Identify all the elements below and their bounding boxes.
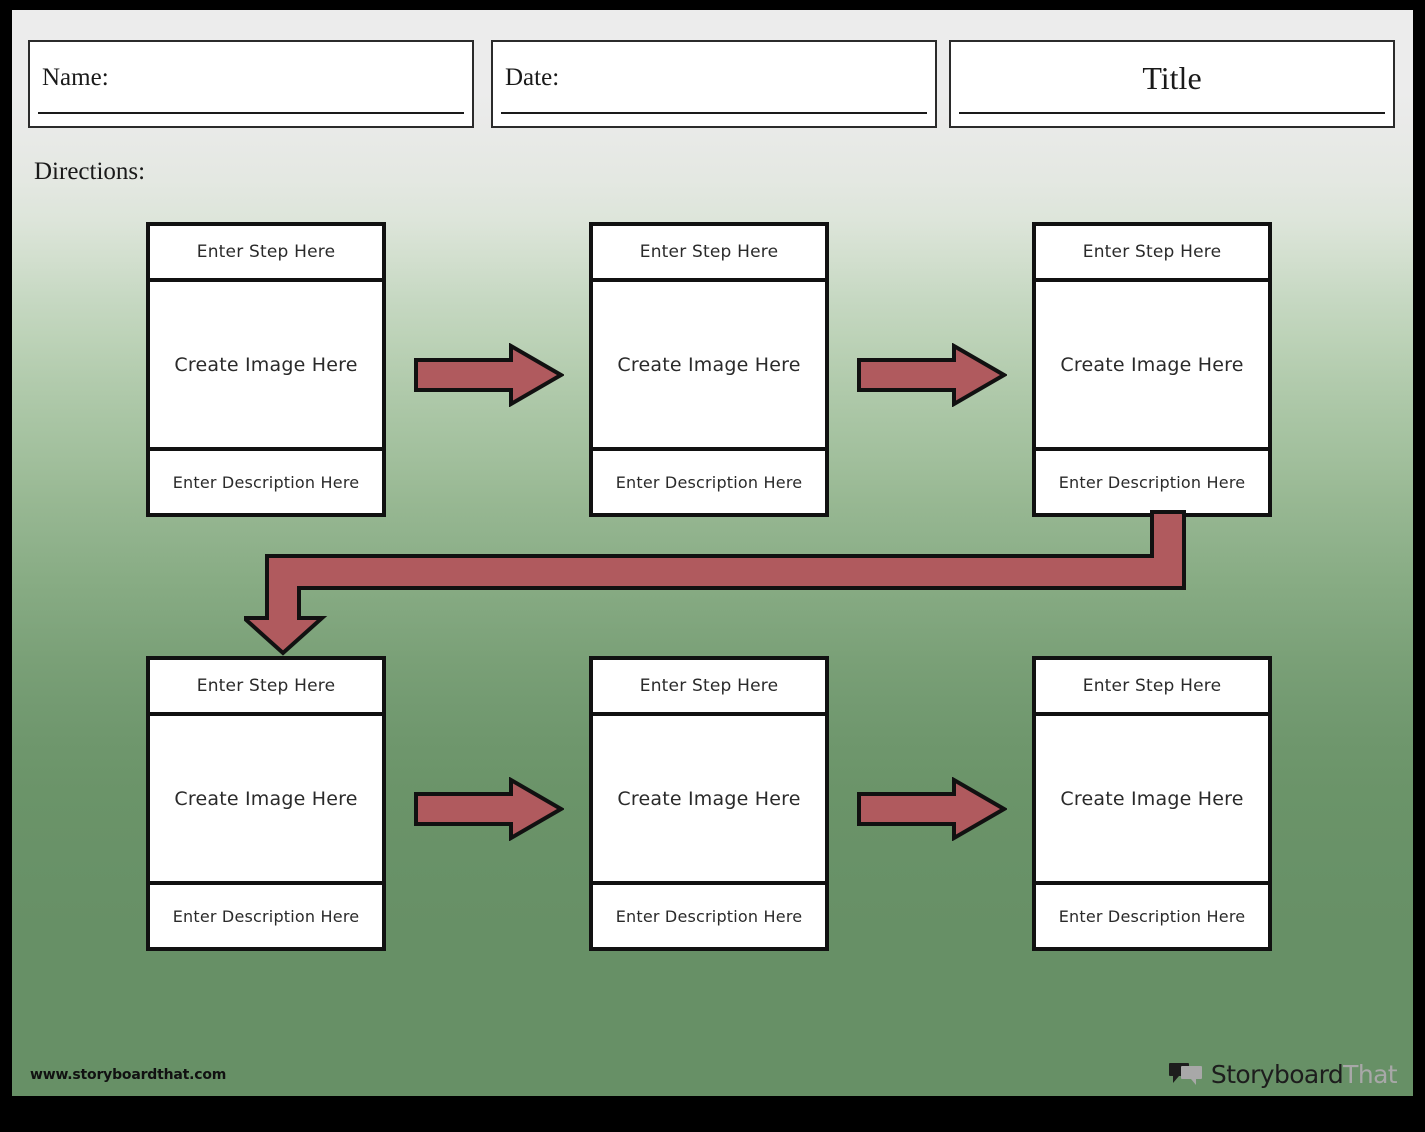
card-image-placeholder[interactable]: Create Image Here [593,282,825,451]
storyboardthat-logo: StoryboardThat [1168,1054,1398,1094]
name-write-line [38,112,464,114]
step-card[interactable]: Enter Step Here Create Image Here Enter … [589,656,829,951]
card-step-title[interactable]: Enter Step Here [593,660,825,716]
card-image-placeholder[interactable]: Create Image Here [150,282,382,451]
card-image-placeholder[interactable]: Create Image Here [150,716,382,885]
name-field[interactable]: Name: [28,40,474,128]
card-description[interactable]: Enter Description Here [172,472,360,492]
elbow-arrow-down-icon [244,510,1186,656]
card-step-title[interactable]: Enter Step Here [593,226,825,282]
step-card[interactable]: Enter Step Here Create Image Here Enter … [146,222,386,517]
arrow-right-icon [414,777,564,841]
card-image-placeholder[interactable]: Create Image Here [1036,282,1268,451]
arrow-right-icon [414,343,564,407]
title-write-line [959,112,1385,114]
step-card[interactable]: Enter Step Here Create Image Here Enter … [146,656,386,951]
name-label: Name: [42,64,109,91]
step-card[interactable]: Enter Step Here Create Image Here Enter … [589,222,829,517]
step-card[interactable]: Enter Step Here Create Image Here Enter … [1032,222,1272,517]
logo-secondary-text: That [1343,1059,1397,1089]
site-url: www.storyboardthat.com [30,1067,227,1083]
card-description[interactable]: Enter Description Here [615,906,803,926]
date-field[interactable]: Date: [491,40,937,128]
date-write-line [501,112,927,114]
card-image-placeholder[interactable]: Create Image Here [1036,716,1268,885]
card-description[interactable]: Enter Description Here [615,472,803,492]
title-field[interactable]: Title [949,40,1395,128]
card-description[interactable]: Enter Description Here [1058,472,1246,492]
worksheet-canvas: Name: Date: Title Directions: Enter Step… [12,10,1413,1096]
date-label: Date: [505,64,560,91]
logo-primary-text: Storyboard [1210,1059,1344,1089]
card-image-placeholder[interactable]: Create Image Here [593,716,825,885]
card-description[interactable]: Enter Description Here [1058,906,1246,926]
card-step-title[interactable]: Enter Step Here [150,226,382,282]
arrow-right-icon [857,777,1007,841]
card-step-title[interactable]: Enter Step Here [150,660,382,716]
arrow-right-icon [857,343,1007,407]
card-description[interactable]: Enter Description Here [172,906,360,926]
speech-bubbles-icon [1168,1063,1202,1085]
card-step-title[interactable]: Enter Step Here [1036,660,1268,716]
title-label: Title [1142,60,1202,96]
directions-label: Directions: [34,158,146,185]
step-card[interactable]: Enter Step Here Create Image Here Enter … [1032,656,1272,951]
card-step-title[interactable]: Enter Step Here [1036,226,1268,282]
logo-text: StoryboardThat [1210,1059,1398,1089]
